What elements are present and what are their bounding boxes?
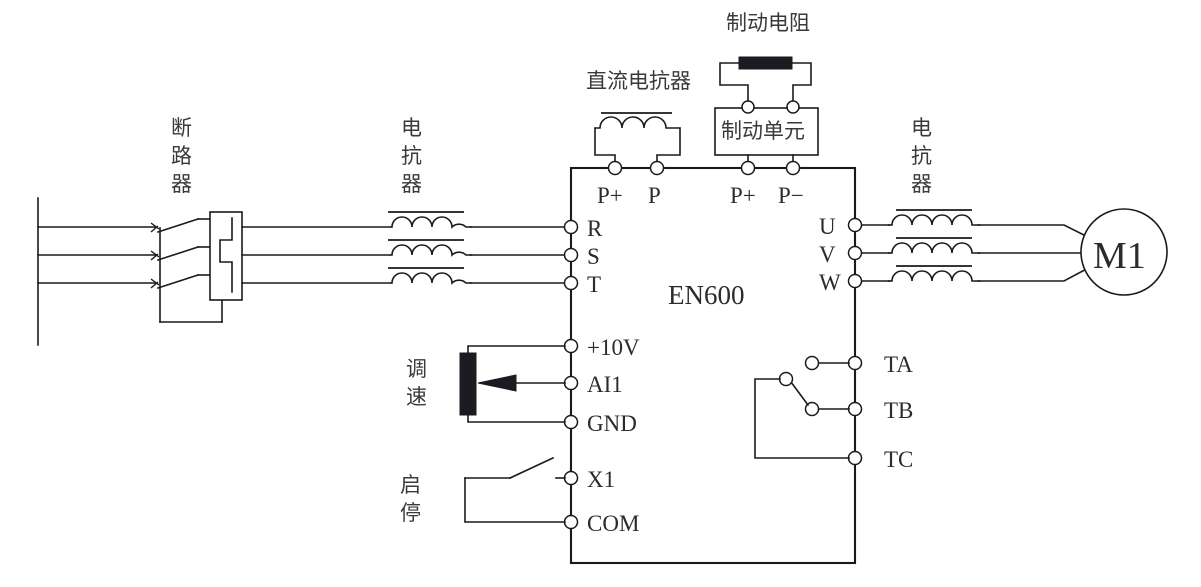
output-reactor-coil-2 [887,237,981,254]
terminal-tb[interactable] [847,401,863,417]
terminal-label-p-plus-dc: P+ [597,183,623,208]
braking-unit-box [714,107,819,156]
motor-label: M1 [1093,235,1146,277]
terminal-tc[interactable] [847,450,863,466]
terminal-label-p-plus-brake: P+ [730,183,756,208]
terminal-label-plus10v: +10V [587,335,640,360]
terminal-label-ai1: AI1 [587,372,623,397]
terminal-label-r: R [587,216,603,241]
breaker-pole-3[interactable] [150,273,211,290]
speed-adjust-label-char2: 速 [406,385,427,409]
relay-moving-blade[interactable] [789,380,810,407]
terminal-label-x1: X1 [587,467,615,492]
braking-resistor-lead-right [791,62,812,104]
braking-resistor-label: 制动电阻 [726,11,810,35]
terminal-w[interactable] [847,273,863,289]
terminal-p-minus-brake[interactable] [785,160,801,176]
output-reactor-label-char3: 器 [911,172,932,196]
terminal-label-tb: TB [884,398,913,423]
breaker-label-char3: 器 [171,172,192,196]
output-reactor-coil-3 [887,265,981,282]
dc-reactor-symbol [594,112,681,164]
terminal-label-u: U [819,214,836,239]
input-reactor-label-char2: 抗 [401,144,422,168]
terminal-label-w: W [819,270,841,295]
output-reactor-coil-1 [887,209,981,226]
speed-adjust-label-char1: 调 [406,357,427,381]
input-reactor-label-char1: 电 [401,116,422,140]
output-reactor-label-char2: 抗 [911,144,932,168]
terminal-gnd[interactable] [563,414,579,430]
braking-resistor-lead-left [719,62,749,104]
terminal-com[interactable] [563,514,579,530]
terminal-u[interactable] [847,217,863,233]
terminal-label-p-dc: P [648,183,661,208]
start-stop-blade[interactable] [508,456,555,480]
start-stop-label-char1: 启 [400,473,421,497]
terminal-s[interactable] [563,247,579,263]
braking-unit-node-right [786,100,800,114]
braking-resistor-symbol [738,56,793,70]
terminal-label-gnd: GND [587,411,637,436]
breaker-label-char1: 断 [171,116,192,140]
terminal-r[interactable] [563,219,579,235]
terminal-label-p-minus-brake: P− [778,183,804,208]
start-stop-loop-wire [464,477,566,523]
motor-lead-u [977,224,1096,242]
motor-symbol [1080,208,1168,296]
terminal-ai1[interactable] [563,375,579,391]
terminal-label-ta: TA [884,352,913,377]
drive-model-label: EN600 [668,280,745,310]
input-reactor-label-char3: 器 [401,172,422,196]
terminal-plus10v[interactable] [563,338,579,354]
input-reactor-coil-3 [388,267,473,285]
breaker-pole-2[interactable] [150,245,211,262]
relay-contact-ta [804,355,820,371]
braking-unit-label: 制动单元 [721,119,805,143]
potentiometer-body[interactable] [459,352,477,416]
terminal-label-tc: TC [884,447,913,472]
motor-lead-w [977,263,1096,282]
relay-pivot [778,371,794,387]
relay-contact-tb [804,401,820,417]
terminal-v[interactable] [847,245,863,261]
start-stop-label-char2: 停 [400,501,421,525]
terminal-p-dc[interactable] [649,160,665,176]
terminal-label-s: S [587,244,600,269]
breaker-housing [209,211,243,301]
input-reactor-coil-2 [388,239,473,257]
terminal-t[interactable] [563,275,579,291]
input-reactor-coil-1 [388,211,473,229]
terminal-p-plus-dc[interactable] [607,160,623,176]
terminal-label-t: T [587,272,601,297]
breaker-zigzag-icon [219,217,233,293]
braking-unit-node-left [741,100,755,114]
potentiometer-lead-top [467,345,566,354]
relay-common-wire [754,378,850,459]
dc-reactor-label: 直流电抗器 [586,69,691,93]
breaker-pole-1[interactable] [150,217,211,234]
terminal-x1[interactable] [563,470,579,486]
potentiometer-lead-bottom [467,414,566,423]
terminal-label-v: V [819,242,836,267]
terminal-label-com: COM [587,511,639,536]
terminal-p-plus-brake[interactable] [740,160,756,176]
breaker-label-char2: 路 [171,144,192,168]
terminal-ta[interactable] [847,355,863,371]
potentiometer-wiper-arrow [477,374,517,392]
output-reactor-label-char1: 电 [911,116,932,140]
